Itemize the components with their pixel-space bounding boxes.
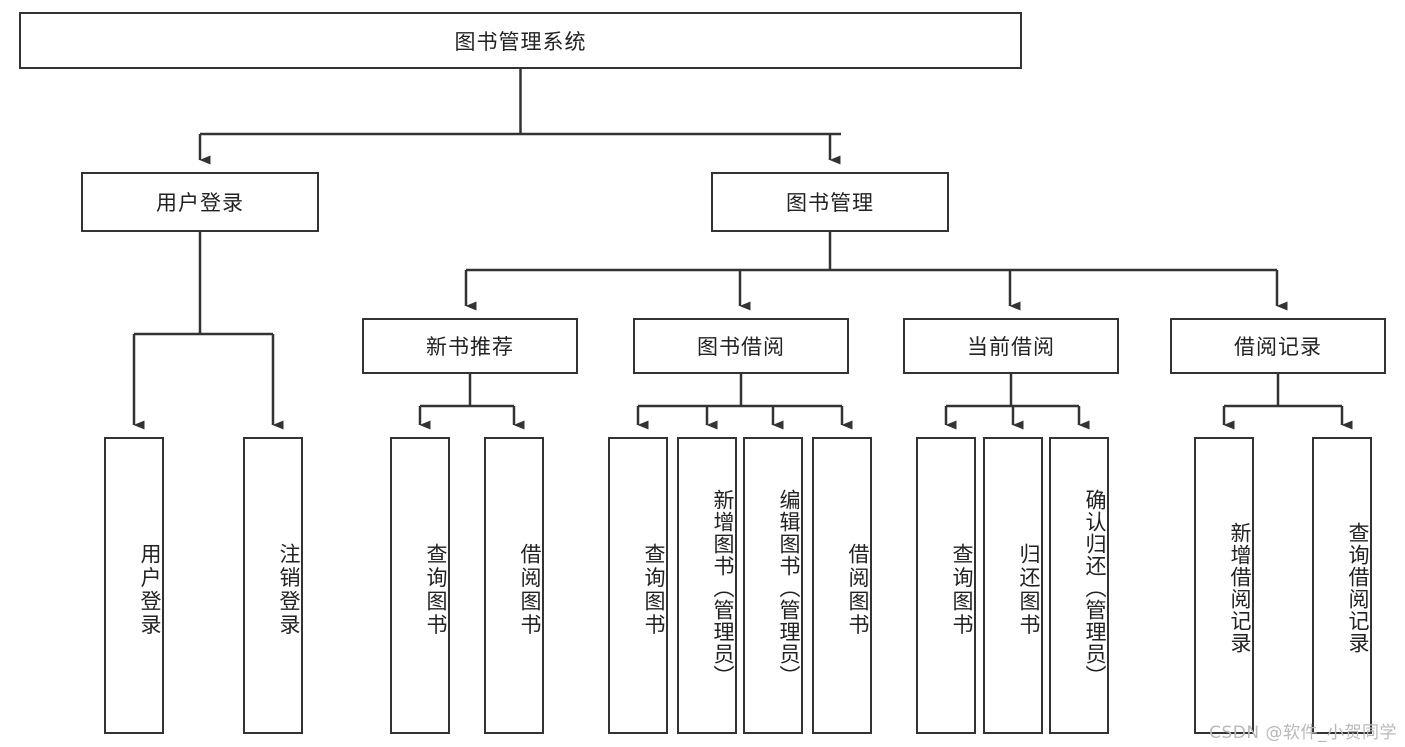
leaf-node[interactable]: 查询图书 — [390, 437, 450, 734]
leaf-node[interactable]: 新增图书（管理员） — [677, 437, 737, 734]
leaf-node[interactable]: 查询借阅记录 — [1312, 437, 1372, 734]
node-new-book-recommend-label: 新书推荐 — [426, 335, 514, 359]
leaf-node-label: 查询借阅记录 — [1346, 521, 1370, 654]
leaf-node-label: 查询图书 — [424, 542, 448, 637]
leaf-node-label: 查询图书 — [950, 542, 974, 637]
leaf-node[interactable]: 查询图书 — [608, 437, 668, 734]
node-book-management[interactable]: 图书管理 — [711, 172, 949, 232]
leaf-node[interactable]: 注销登录 — [243, 437, 303, 734]
leaf-node[interactable]: 借阅图书 — [484, 437, 544, 734]
node-book-borrow-label: 图书借阅 — [697, 335, 785, 359]
leaf-node[interactable]: 编辑图书（管理员） — [743, 437, 803, 734]
leaf-node-label: 新增图书（管理员） — [711, 488, 735, 687]
node-book-borrow[interactable]: 图书借阅 — [633, 318, 849, 374]
node-user-login-label: 用户登录 — [156, 191, 244, 215]
leaf-node[interactable]: 归还图书 — [983, 437, 1043, 734]
leaf-node[interactable]: 借阅图书 — [812, 437, 872, 734]
node-root[interactable]: 图书管理系统 — [19, 12, 1022, 69]
node-new-book-recommend[interactable]: 新书推荐 — [362, 318, 578, 374]
leaf-node-label: 确认归还（管理员） — [1083, 488, 1107, 687]
leaf-node[interactable]: 确认归还（管理员） — [1049, 437, 1109, 734]
node-root-label: 图书管理系统 — [454, 29, 587, 54]
leaf-node[interactable]: 新增借阅记录 — [1194, 437, 1254, 734]
leaf-node-label: 归还图书 — [1017, 542, 1041, 637]
node-borrow-records-label: 借阅记录 — [1234, 335, 1322, 359]
leaf-node-label: 查询图书 — [642, 542, 666, 637]
leaf-node-label: 用户登录 — [138, 542, 162, 637]
node-book-management-label: 图书管理 — [786, 191, 874, 215]
node-borrow-records[interactable]: 借阅记录 — [1170, 318, 1386, 374]
leaf-node-label: 借阅图书 — [518, 542, 542, 637]
leaf-node[interactable]: 用户登录 — [104, 437, 164, 734]
leaf-node[interactable]: 查询图书 — [916, 437, 976, 734]
leaf-node-label: 新增借阅记录 — [1228, 521, 1252, 654]
csdn-watermark: CSDN @软件_小贺同学 — [1209, 723, 1397, 743]
node-current-borrow[interactable]: 当前借阅 — [903, 318, 1119, 374]
leaf-node-label: 编辑图书（管理员） — [777, 488, 801, 687]
leaf-node-label: 注销登录 — [277, 542, 301, 637]
node-current-borrow-label: 当前借阅 — [967, 335, 1055, 359]
node-user-login[interactable]: 用户登录 — [81, 172, 319, 232]
leaf-node-label: 借阅图书 — [846, 542, 870, 637]
